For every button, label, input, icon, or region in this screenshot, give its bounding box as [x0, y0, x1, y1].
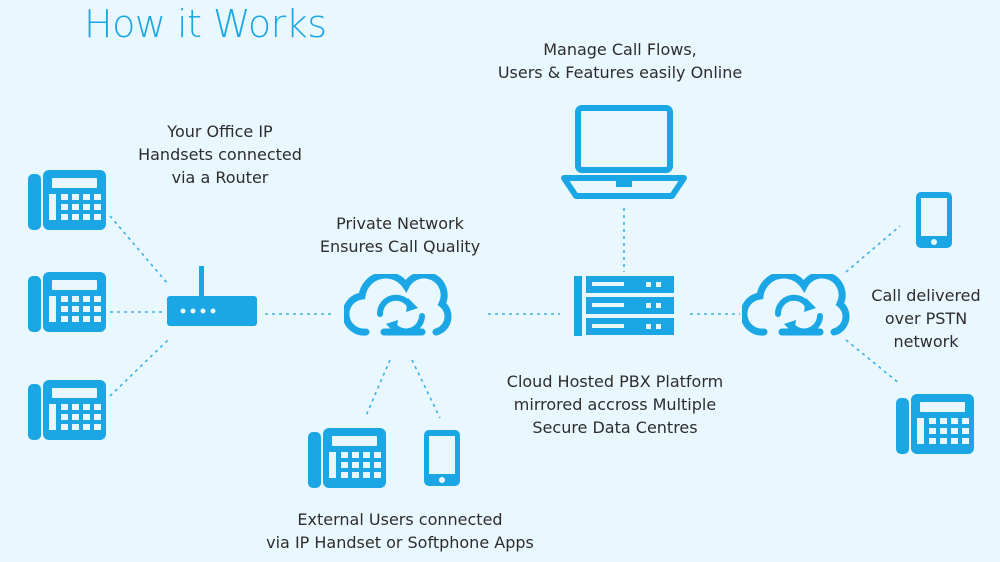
mobile-phone-icon [916, 192, 952, 248]
cloud-icon [742, 274, 862, 346]
page-title: How it Works [84, 2, 327, 46]
desk-phone-icon [28, 272, 106, 332]
desk-phone-icon [28, 170, 106, 230]
laptop-icon [561, 105, 687, 199]
router-icon [167, 266, 257, 326]
desk-phone-icon [308, 428, 386, 488]
desk-phone-icon [896, 394, 974, 454]
manage-label: Manage Call Flows,Users & Features easil… [497, 40, 743, 82]
cloud-icon [344, 274, 464, 346]
mobile-phone-icon [424, 430, 460, 486]
server-icon [574, 276, 674, 336]
desk-phone-icon [28, 380, 106, 440]
